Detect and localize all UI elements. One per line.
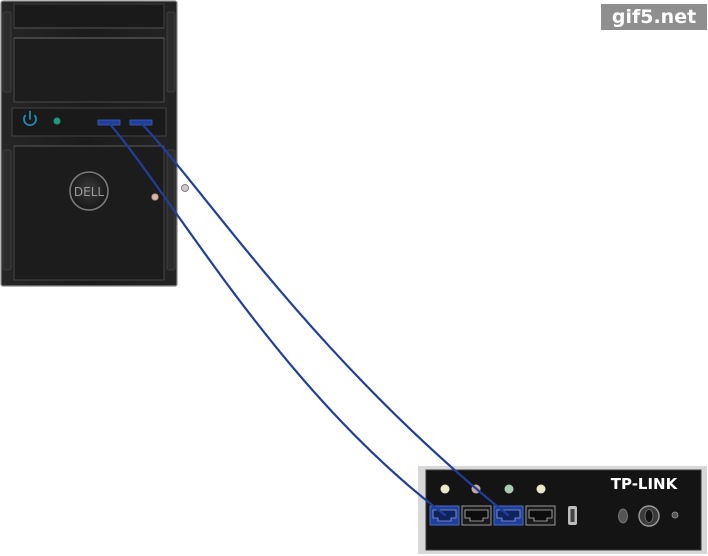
router: TP-LINK <box>418 466 707 554</box>
cables <box>107 121 510 517</box>
dell-logo-icon: DELL <box>69 171 109 211</box>
pc-front-door <box>13 145 165 281</box>
watermark: gif5.net <box>601 4 707 30</box>
pc-drive-panel <box>13 37 165 103</box>
pc-tower: DELL <box>0 0 178 287</box>
ethernet-cable-2[interactable] <box>139 121 510 517</box>
router-led-4 <box>536 484 546 494</box>
router-lan-port-2[interactable] <box>461 505 492 526</box>
status-led-icon <box>53 117 61 125</box>
router-dc-jack[interactable] <box>671 511 679 519</box>
pc-top-bay <box>13 3 165 29</box>
power-icon[interactable] <box>23 110 37 128</box>
router-brand: TP-LINK <box>611 475 679 493</box>
ethernet-cable-1[interactable] <box>107 121 447 517</box>
router-lan-port-4[interactable] <box>525 505 556 526</box>
router-reset-button[interactable] <box>618 508 628 524</box>
router-led-3 <box>504 484 514 494</box>
cable-bead-2-icon <box>181 184 189 192</box>
dell-logo-text: DELL <box>74 185 105 199</box>
router-led-1 <box>440 484 450 494</box>
cable-bead-1-icon <box>151 193 159 201</box>
